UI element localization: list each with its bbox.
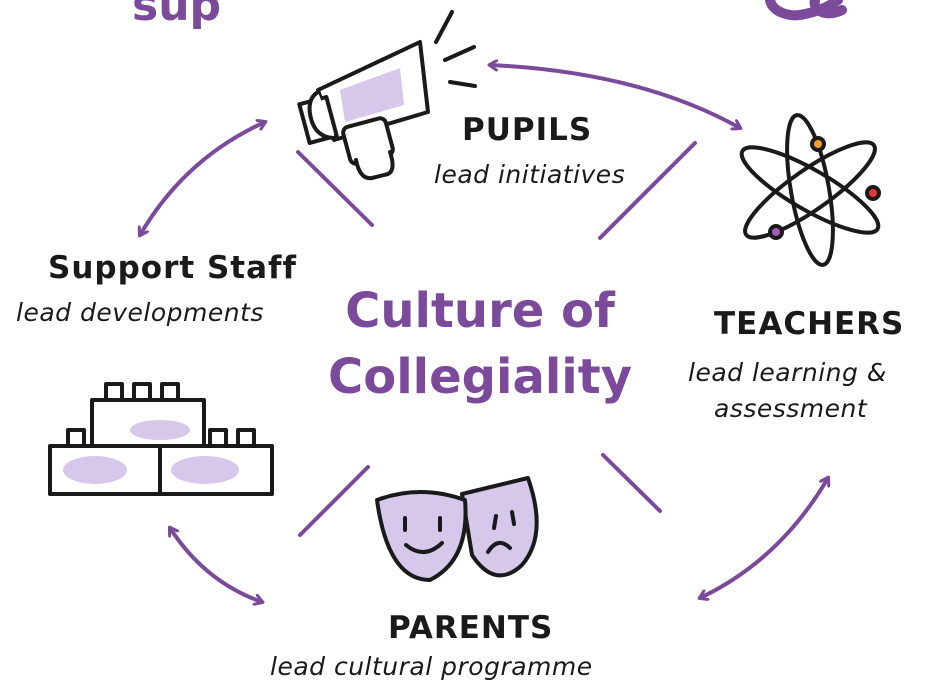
center-title: Culture of Collegiality <box>320 278 640 410</box>
teachers-subtitle-line-1: lead learning & <box>688 358 887 387</box>
teachers-subtitle-line-2: assessment <box>714 394 868 423</box>
theatre-masks-icon <box>375 476 539 582</box>
parents-subtitle: lead cultural programme <box>270 652 593 681</box>
atom-icon <box>739 113 881 267</box>
top-right-scribble <box>765 0 847 21</box>
teachers-title: TEACHERS <box>714 306 905 342</box>
megaphone-icon <box>297 10 477 181</box>
center-title-line-2: Collegiality <box>327 349 632 405</box>
building-blocks-icon <box>48 382 274 496</box>
arrow-icon <box>700 478 828 598</box>
center-connectors <box>296 141 697 537</box>
cut-off-heading-fragment: sup <box>132 0 222 31</box>
parents-title: PARENTS <box>388 610 554 646</box>
support-staff-subtitle: lead developments <box>16 298 264 327</box>
cycle-arrows <box>140 65 828 602</box>
center-title-line-1: Culture of <box>345 283 615 339</box>
pupils-title: PUPILS <box>462 112 593 148</box>
arrow-icon <box>140 122 265 235</box>
support-staff-title: Support Staff <box>48 250 298 286</box>
arrow-icon <box>490 65 740 128</box>
pupils-subtitle: lead initiatives <box>434 160 626 189</box>
arrow-icon <box>170 528 262 602</box>
